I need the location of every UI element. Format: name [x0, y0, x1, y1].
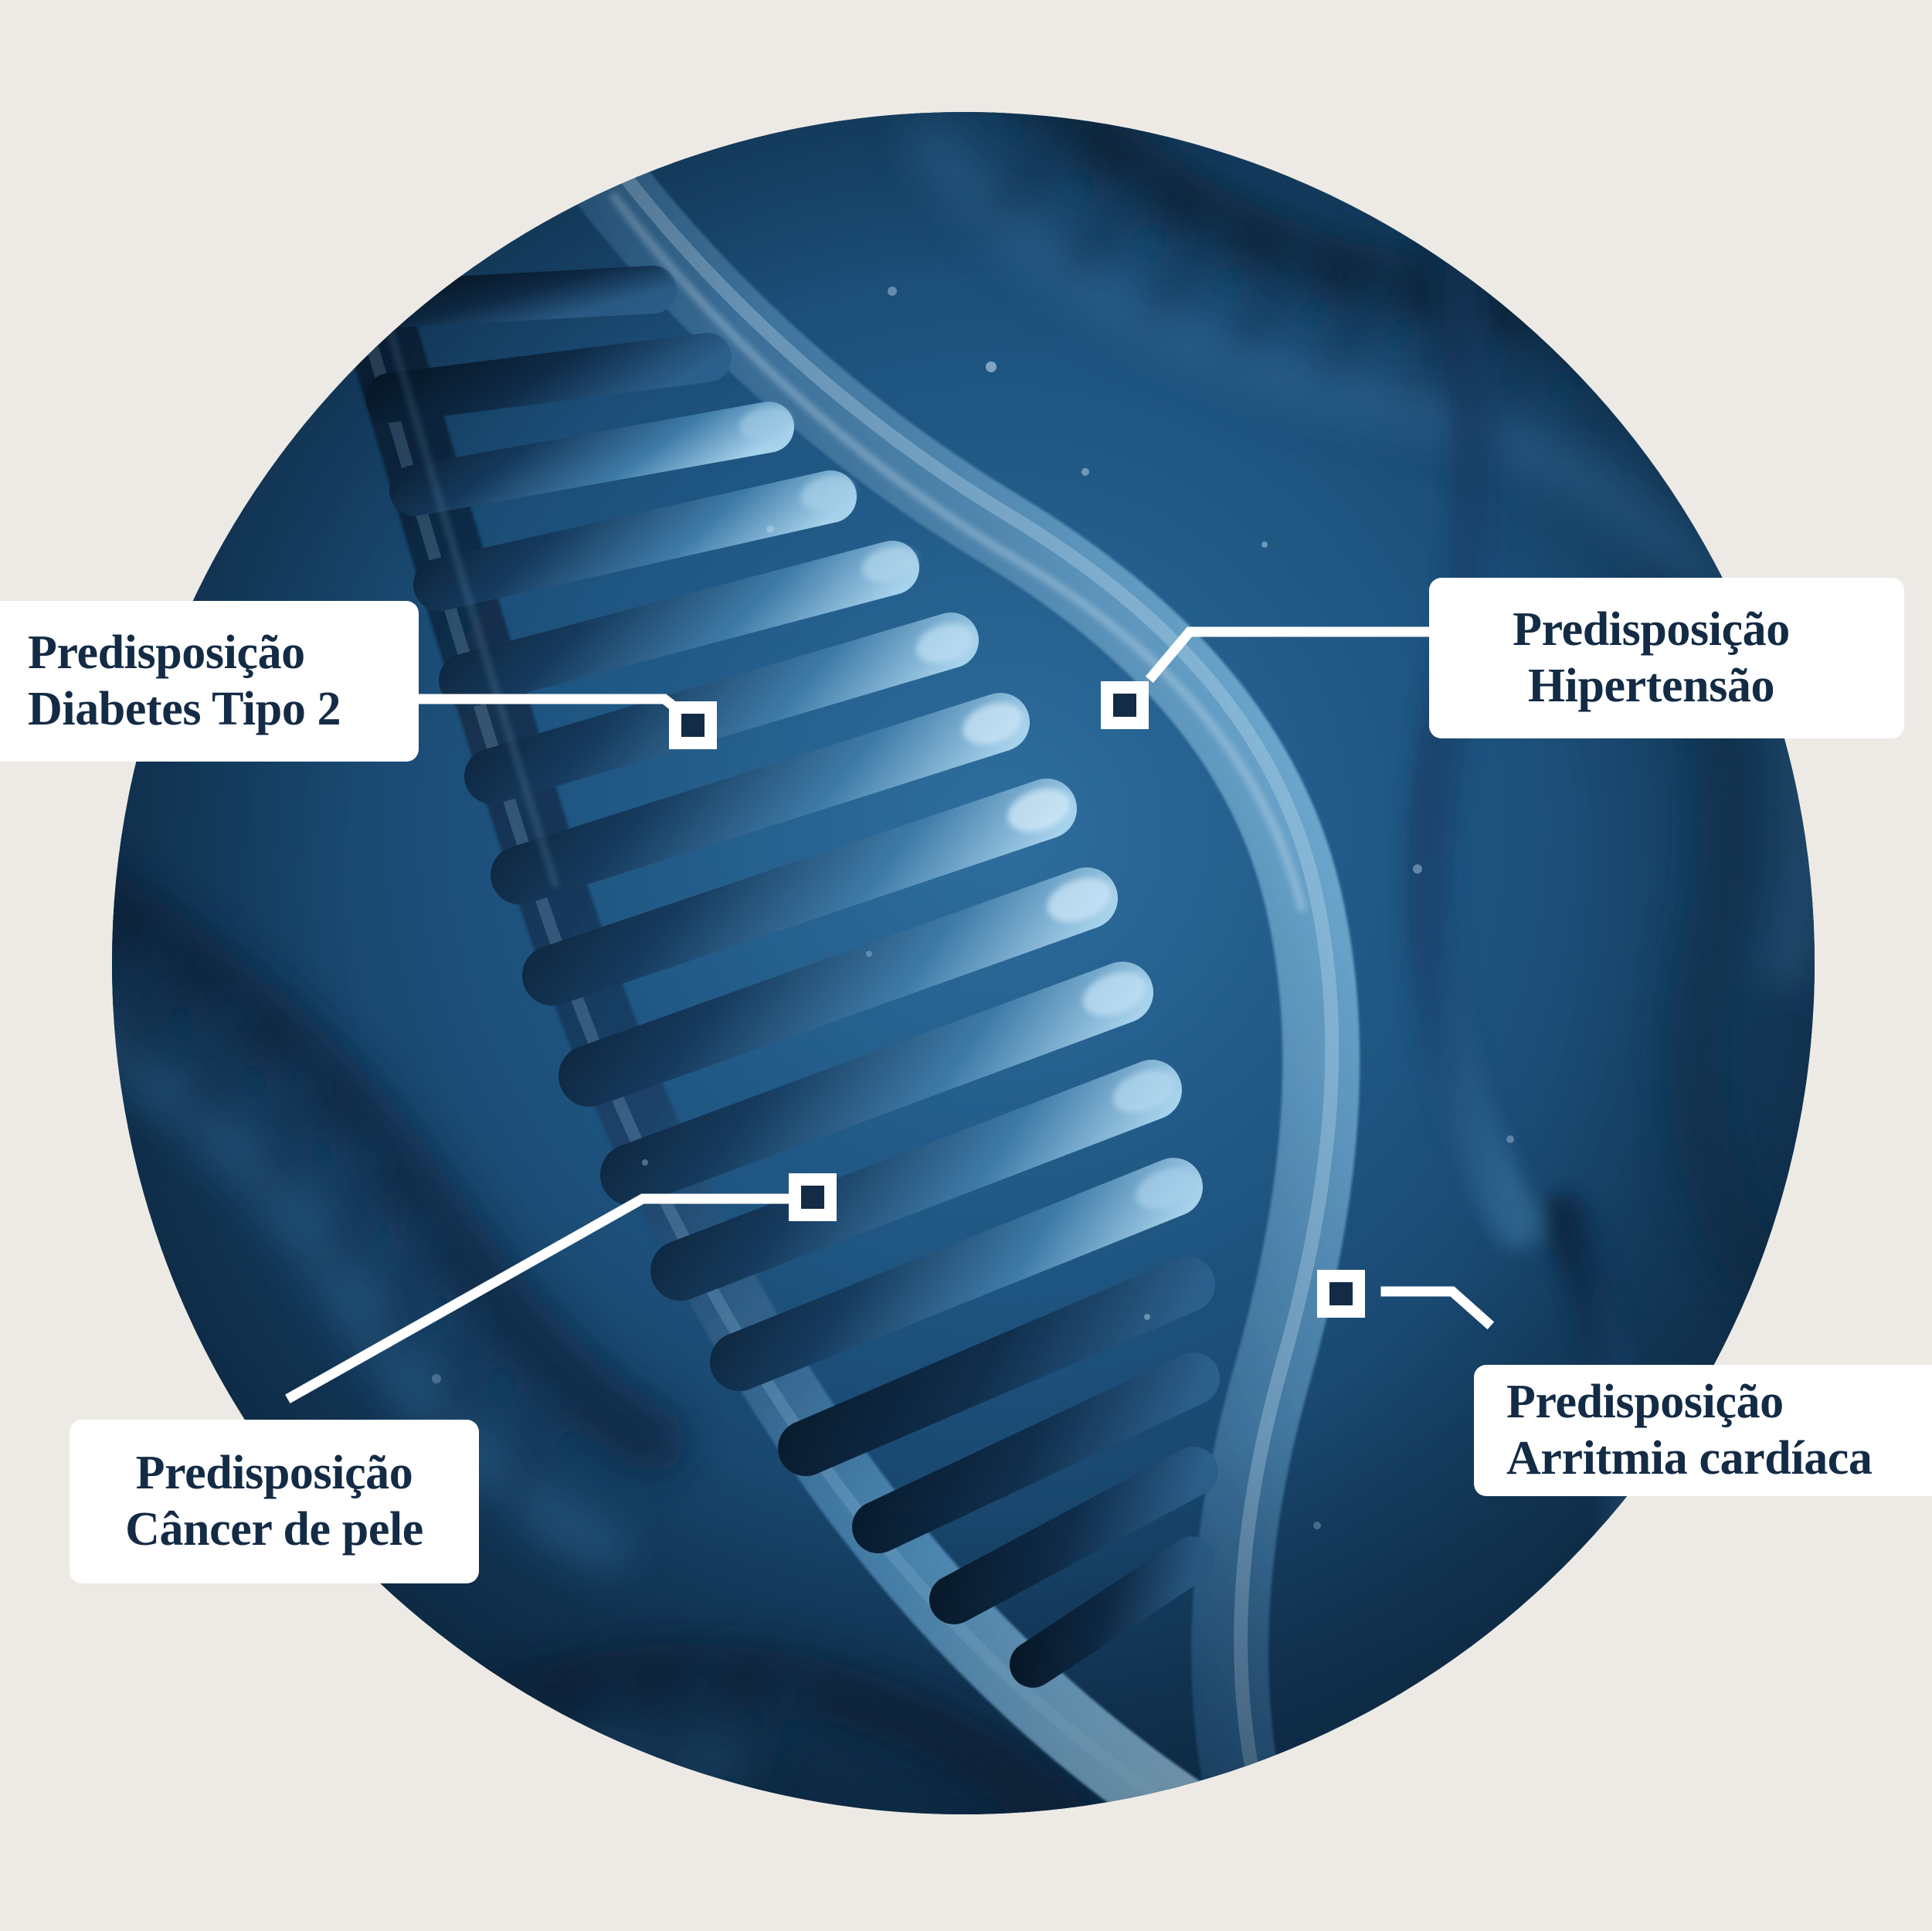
- marker-cancer[interactable]: [789, 1173, 837, 1221]
- label-condition: Câncer de pele: [125, 1503, 423, 1556]
- dna-helix-image: [112, 112, 1815, 1814]
- marker-diabetes[interactable]: [669, 701, 717, 749]
- marker-core: [1113, 694, 1136, 717]
- label-kicker: Predisposição: [135, 1447, 413, 1500]
- label-card-diabetes[interactable]: Predisposição Diabetes Tipo 2: [0, 601, 419, 762]
- label-kicker: Predisposição: [28, 626, 305, 680]
- marker-core: [681, 714, 705, 737]
- marker-core: [1329, 1282, 1353, 1305]
- label-card-arritmia[interactable]: Predisposição Arritmia cardíaca: [1474, 1365, 1932, 1496]
- label-condition: Diabetes Tipo 2: [28, 683, 341, 735]
- label-card-cancer[interactable]: Predisposição Câncer de pele: [70, 1420, 479, 1583]
- label-kicker: Predisposição: [1513, 603, 1790, 657]
- label-kicker: Predisposição: [1506, 1376, 1784, 1429]
- marker-hipertensao[interactable]: [1101, 681, 1149, 729]
- label-condition: Hipertensão: [1527, 660, 1775, 712]
- label-condition: Arritmia cardíaca: [1506, 1432, 1873, 1485]
- marker-core: [801, 1186, 824, 1209]
- marker-arritmia[interactable]: [1317, 1270, 1365, 1318]
- label-card-hipertensao[interactable]: Predisposição Hipertensão: [1429, 578, 1904, 738]
